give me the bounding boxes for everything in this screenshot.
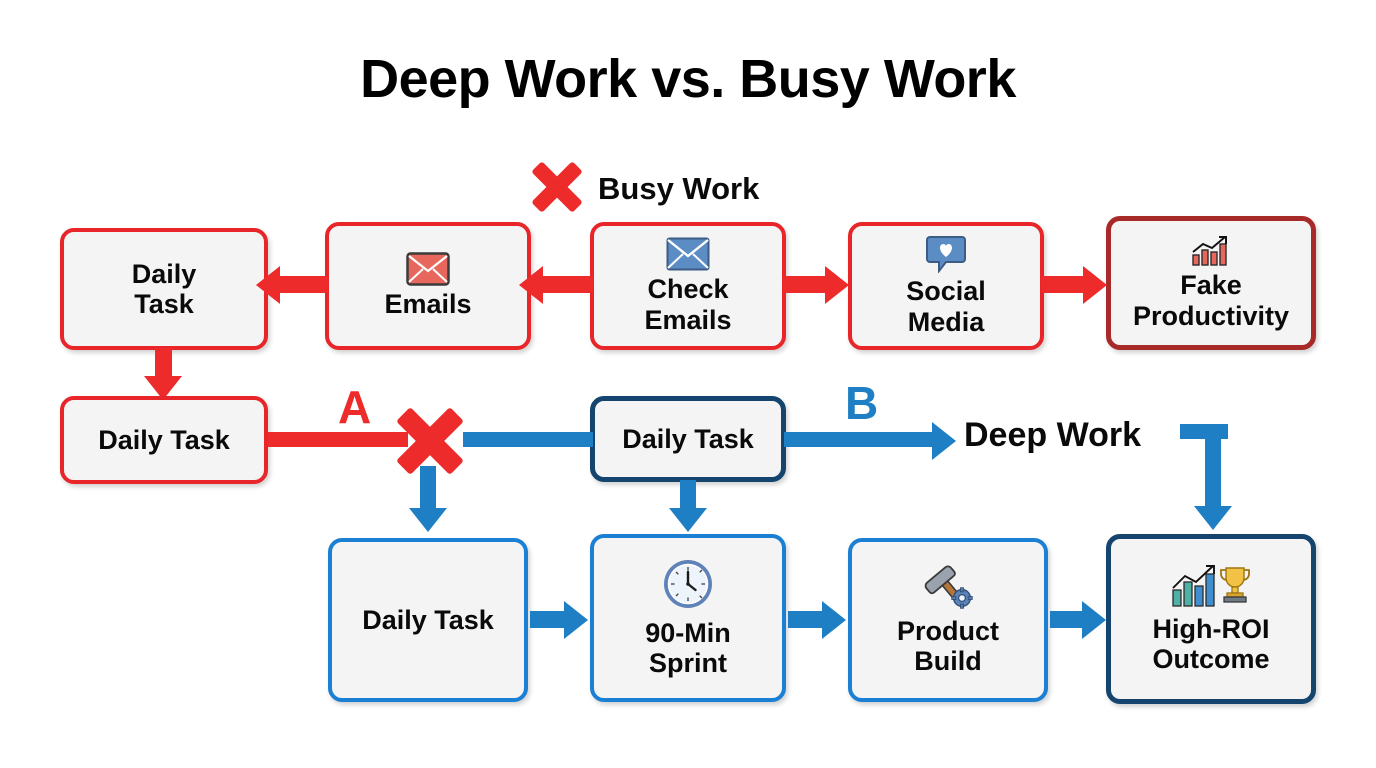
- route-b-down-arrow-head: [409, 508, 447, 532]
- chart-up-red-icon: [1189, 235, 1233, 267]
- arrow-head-social-to-fake: [1083, 266, 1107, 304]
- box-label: Daily Task: [98, 424, 230, 455]
- arrow-head-product-to-roi: [1082, 601, 1106, 639]
- deep-work-elbow-arrow-head: [1194, 506, 1232, 530]
- hammer-gear-icon: [922, 564, 974, 610]
- box-label: Daily Task: [362, 604, 494, 635]
- busy-work-label: Busy Work: [598, 171, 760, 206]
- page-title: Deep Work vs. Busy Work: [360, 49, 1016, 109]
- arrow-line-check-to-social: [783, 276, 827, 293]
- box-label: Daily Task: [622, 423, 754, 454]
- arrow-line-emails-to-daily: [280, 276, 328, 293]
- box-label: Emails: [384, 289, 472, 320]
- arrow-head-sprint-to-product: [822, 601, 846, 639]
- route-b-line-left: [463, 432, 593, 447]
- arrow-head-emails-to-daily: [256, 266, 280, 304]
- arrow-head-daily-to-sprint: [564, 601, 588, 639]
- route-a-line: [268, 432, 408, 447]
- route-b-label: B: [845, 377, 879, 429]
- daily-to-sprint-line: [680, 480, 696, 510]
- arrow-head-check-to-emails: [519, 266, 543, 304]
- box-deep-daily-task[interactable]: Daily Task: [328, 538, 528, 702]
- arrow-line-product-to-roi: [1050, 611, 1084, 628]
- route-b-arrow-head: [932, 422, 956, 460]
- arrow-line-check-to-emails: [543, 276, 593, 293]
- deep-work-elbow-vertical: [1205, 424, 1221, 508]
- daily-to-sprint-arrow-head: [669, 508, 707, 532]
- arrow-head-check-to-social: [825, 266, 849, 304]
- red-envelope-icon: [406, 252, 450, 287]
- route-a-label: A: [338, 381, 372, 433]
- box-mid-daily-task-center[interactable]: Daily Task: [590, 396, 786, 482]
- route-b-down-line: [420, 466, 436, 510]
- red-cross-icon-header: [528, 158, 586, 216]
- arrow-line-daily-to-sprint: [530, 611, 566, 628]
- box-busy-emails[interactable]: Emails: [325, 222, 531, 350]
- arrow-line-sprint-to-product: [788, 611, 824, 628]
- chart-trophy-icon: [1169, 564, 1253, 610]
- arrow-line-daily-down: [155, 348, 172, 378]
- clock-icon: [662, 558, 714, 610]
- deep-work-label: Deep Work: [964, 416, 1141, 454]
- arrow-line-social-to-fake: [1041, 276, 1085, 293]
- route-b-line-right: [784, 432, 934, 447]
- social-heart-icon: [926, 235, 966, 274]
- box-mid-daily-task-left[interactable]: Daily Task: [60, 396, 268, 484]
- blue-envelope-icon: [666, 237, 710, 271]
